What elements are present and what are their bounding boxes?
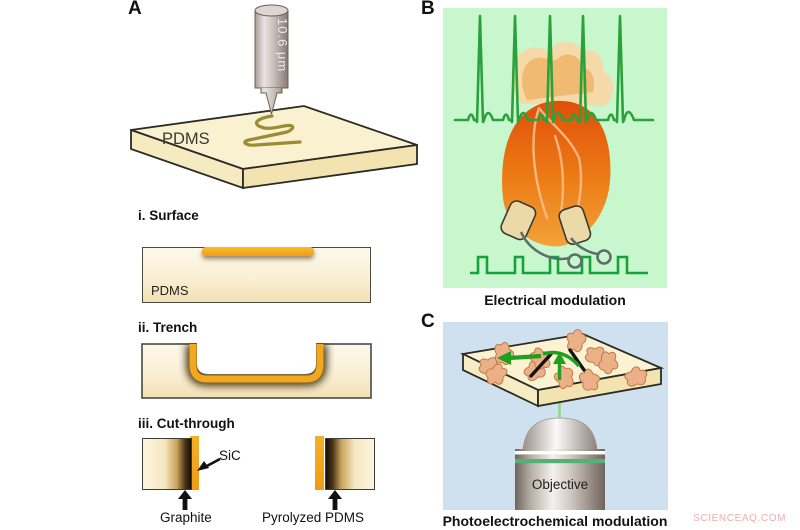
electrode-pad-left [500, 200, 537, 241]
stimulus-square-wave [470, 255, 648, 275]
sic-label: SiC [219, 448, 241, 463]
pyrolyzed-arrow-icon [328, 490, 342, 510]
photoelectrochemical-panel: Objective [443, 322, 668, 510]
step-surface-title: i. Surface [138, 208, 199, 223]
electrical-modulation-panel [443, 8, 667, 288]
sic-stripe-right [315, 436, 324, 490]
graphite-arrow-icon [178, 490, 192, 510]
propagation-arrows [497, 350, 581, 380]
ecg-trace [453, 14, 655, 124]
electrode-wires [519, 231, 612, 269]
surface-pdms-label: PDMS [151, 283, 189, 298]
objective-label: Objective [532, 477, 588, 492]
watermark: SCIENCEAQ.COM [693, 513, 786, 524]
step-cutthrough-title: iii. Cut-through [138, 416, 235, 431]
trench-cross-section [141, 343, 372, 399]
sic-arrow-icon [197, 457, 221, 471]
sic-stripe-left [190, 436, 199, 490]
microelectrodes [529, 348, 586, 378]
graphite-label: Graphite [160, 510, 212, 525]
laser-beam-icon: 10.6 μm [254, 4, 290, 115]
step-trench-title: ii. Trench [138, 320, 198, 335]
panel-b-label: B [421, 0, 435, 19]
photoelectrochemical-caption: Photoelectrochemical modulation [442, 513, 668, 529]
panel-a-label: A [128, 0, 142, 19]
trench-carbon-lining [189, 344, 324, 383]
laser-size-label: 10.6 μm [275, 18, 290, 72]
surface-carbon-layer [202, 247, 314, 256]
panel-c-label: C [421, 311, 435, 332]
scribed-pattern [243, 114, 302, 147]
cut-block-left [142, 438, 192, 490]
electrode-pad-right [558, 205, 592, 246]
objective-icon: Objective [515, 417, 605, 510]
cut-block-right [325, 438, 375, 490]
heart-ecg-illustration [453, 14, 655, 275]
photostimulation-illustration: Objective [460, 326, 665, 510]
laser-scribing-illustration: 10.6 μm PDMS [130, 4, 418, 190]
slab-material-label: PDMS [162, 130, 210, 148]
pdms-slab [130, 105, 418, 190]
electrical-modulation-caption: Electrical modulation [484, 292, 626, 308]
surface-cross-section: PDMS [142, 247, 371, 303]
heart-icon [500, 41, 614, 247]
pyrolyzed-pdms-label: Pyrolyzed PDMS [262, 510, 365, 525]
